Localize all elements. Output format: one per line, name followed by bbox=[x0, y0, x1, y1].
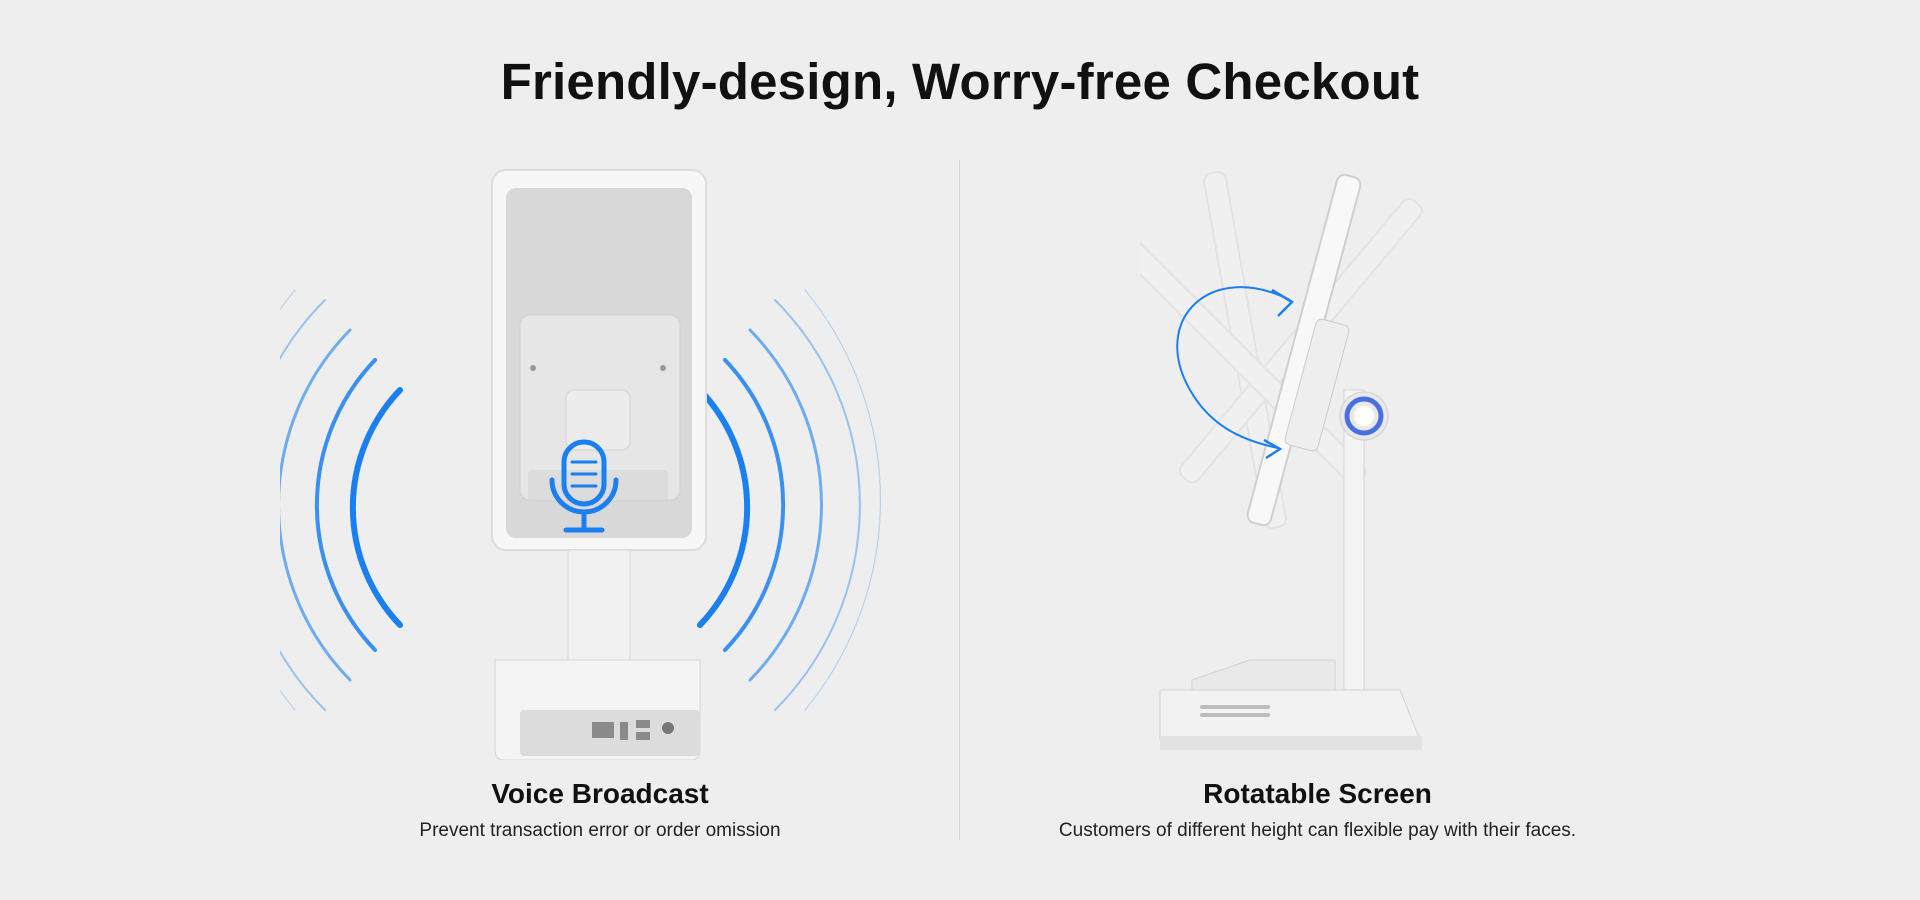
sound-waves-left-icon bbox=[280, 289, 403, 711]
feature-description: Prevent transaction error or order omiss… bbox=[419, 820, 781, 841]
microphone-icon bbox=[549, 439, 619, 533]
device-back-icon bbox=[491, 169, 707, 760]
feature-description: Customers of different height can flexib… bbox=[1058, 820, 1577, 841]
feature-rotatable-screen: Rotatable Screen Customers of different … bbox=[955, 778, 1680, 842]
section-divider bbox=[959, 160, 960, 840]
rotatable-screen-illustration bbox=[1140, 171, 1423, 750]
feature-voice-broadcast: Voice Broadcast Prevent transaction erro… bbox=[360, 778, 840, 842]
voice-broadcast-illustration bbox=[280, 169, 881, 760]
rotate-arrow-icon bbox=[1176, 286, 1295, 460]
page-title: Friendly-design, Worry-free Checkout bbox=[500, 53, 1420, 110]
feature-title: Rotatable Screen bbox=[1203, 778, 1432, 809]
feature-title: Voice Broadcast bbox=[491, 778, 709, 809]
sound-waves-right-icon bbox=[697, 289, 881, 711]
device-side-icon bbox=[1140, 171, 1423, 750]
